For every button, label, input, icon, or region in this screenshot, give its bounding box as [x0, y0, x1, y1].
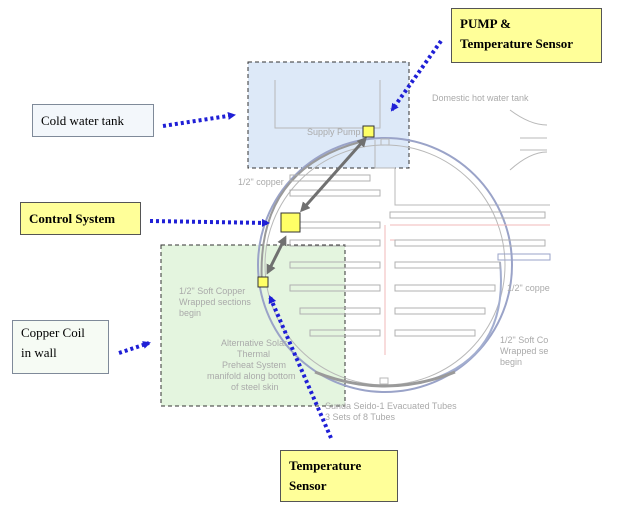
label-alt-solar-3: Preheat System — [222, 360, 286, 370]
hot-water-tank-lower — [509, 151, 548, 171]
cold-water-tank-label: Cold water tank — [41, 112, 125, 128]
copper-coil-arrow — [118, 341, 151, 355]
label-supply-pump: Supply Pump — [307, 127, 361, 137]
control-system-marker — [280, 212, 301, 233]
label-right-copper: 1/2" coppe — [507, 283, 550, 293]
pump-to-control-connector — [300, 136, 367, 213]
label-tubes-1: Sunda Seido-1 Evacuated Tubes — [325, 401, 457, 411]
pump-label-line1: PUMP & — [460, 16, 511, 31]
label-soft-copper-left-3: begin — [179, 308, 201, 318]
label-copper-half-inch: 1/2" copper — [238, 177, 284, 187]
temperature-sensor-arrow — [268, 295, 333, 439]
cold-tank-outline — [274, 80, 381, 129]
label-alt-solar-1: Alternative Solar — [221, 338, 287, 348]
tube-bars — [289, 174, 546, 337]
label-soft-copper-left-1: 1/2" Soft Copper — [179, 286, 245, 296]
temperature-sensor-callout: Temperature Sensor — [280, 450, 398, 502]
pump-sensor-marker — [362, 125, 375, 138]
bottom-fitting — [379, 377, 389, 385]
label-domestic-hot-water-tank: Domestic hot water tank — [432, 93, 529, 103]
control-system-callout: Control System — [20, 202, 141, 235]
bottom-manifold — [314, 370, 456, 388]
label-tubes-2: 3 Sets of 8 Tubes — [325, 412, 396, 422]
copper-coil-region — [160, 244, 346, 407]
right-pipe-connector — [497, 253, 551, 261]
cold-water-tank-callout: Cold water tank — [32, 104, 154, 137]
label-soft-copper-left-2: Wrapped sections — [179, 297, 251, 307]
pump-callout: PUMP & Temperature Sensor — [451, 8, 602, 63]
control-system-arrow — [149, 218, 270, 227]
hot-water-tank-upper — [509, 109, 548, 126]
label-alt-solar-2: Thermal — [237, 349, 270, 359]
control-to-sensor-connector — [266, 235, 287, 275]
pump-label-line2: Temperature Sensor — [460, 36, 574, 51]
collector-circle-outer — [257, 137, 513, 393]
copper-coil-label-line1: Copper Coil — [21, 325, 85, 340]
right-pipe-arc — [419, 261, 502, 384]
label-alt-solar-4: manifold along bottom — [207, 371, 296, 381]
label-right-soft-3: begin — [500, 357, 522, 367]
pump-arrow — [390, 39, 443, 112]
plumbing-drawing — [257, 80, 551, 393]
supply-pipe — [374, 140, 550, 206]
red-pipe-horizontal — [390, 224, 550, 241]
label-alt-solar-5: of steel skin — [231, 382, 279, 392]
temperature-sensor-label-line2: Sensor — [289, 478, 327, 493]
copper-coil-label-line2: in wall — [21, 345, 57, 360]
cold-tank-arrow — [162, 111, 236, 128]
coil-temperature-sensor-marker — [257, 276, 269, 288]
control-system-label: Control System — [29, 210, 116, 226]
label-right-soft-2: Wrapped se — [500, 346, 548, 356]
pump-fitting — [380, 138, 390, 146]
temperature-sensor-label-line1: Temperature — [289, 458, 362, 473]
label-right-soft-1: 1/2" Soft Co — [500, 335, 548, 345]
copper-coil-callout: Copper Coil in wall — [12, 320, 109, 374]
